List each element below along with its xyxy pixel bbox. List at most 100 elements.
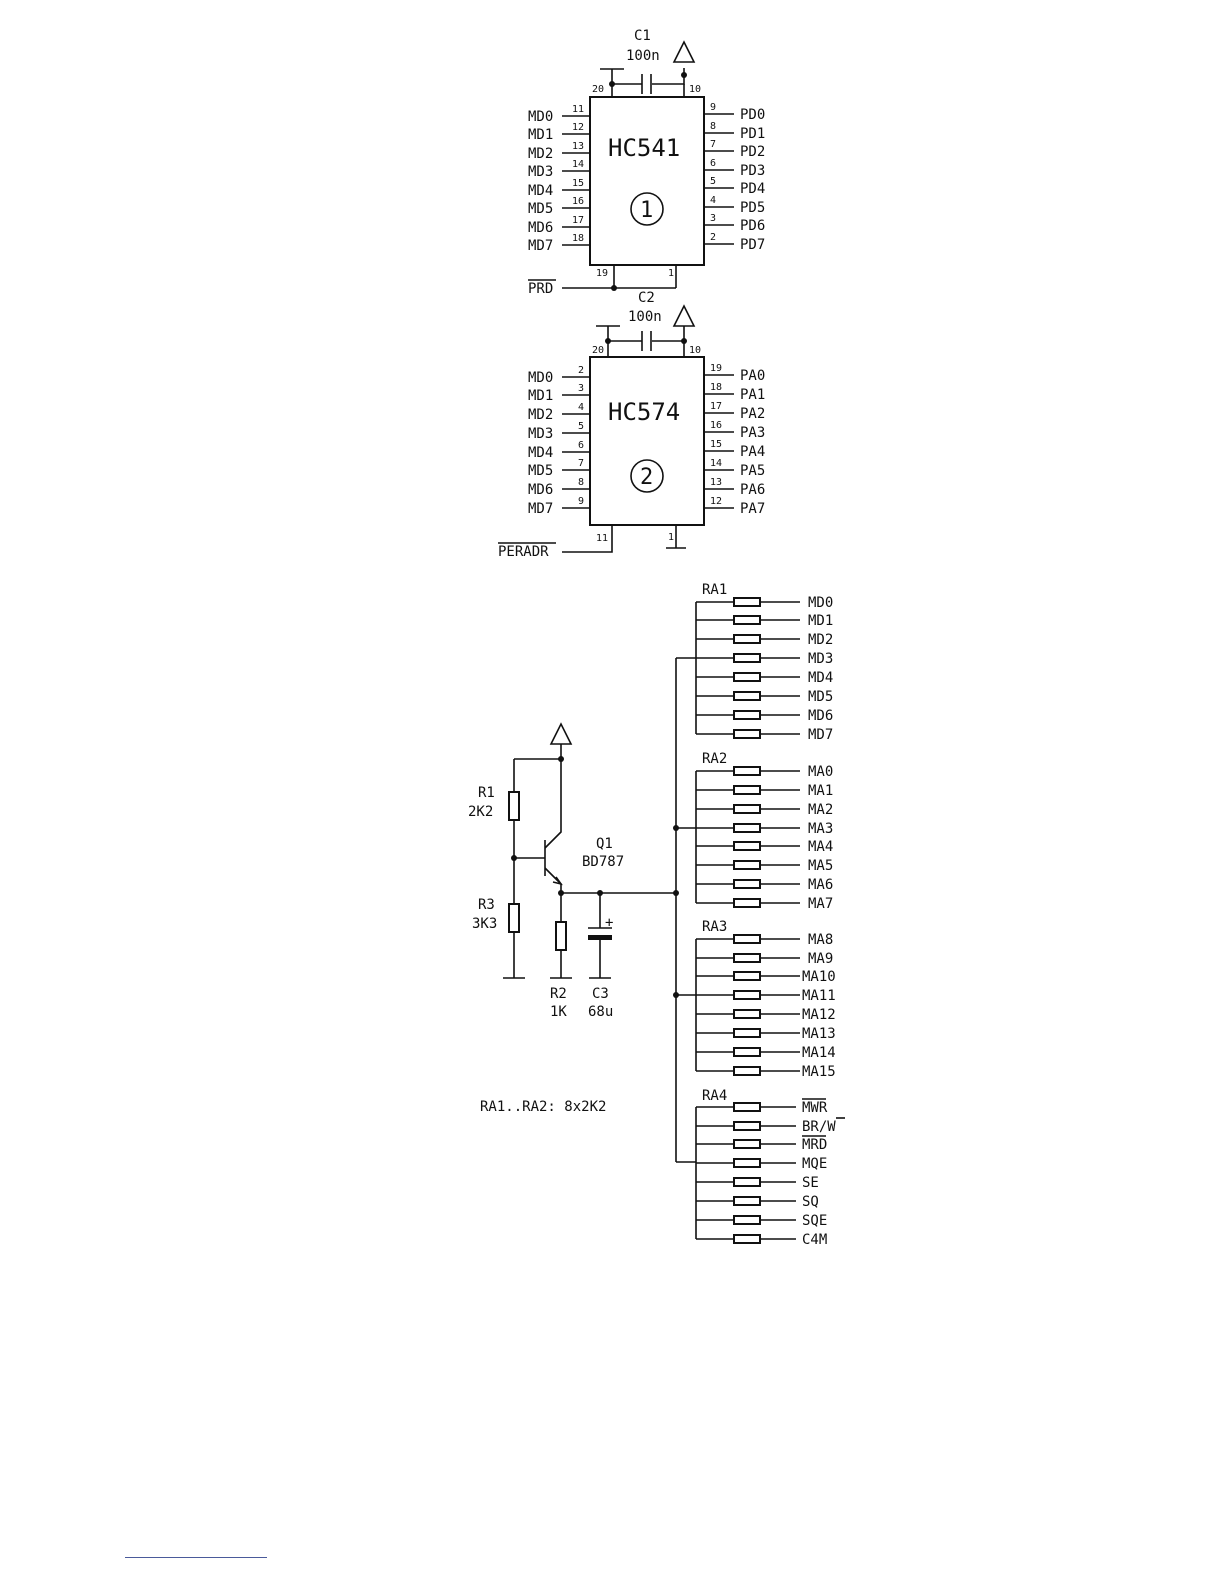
ra2: RA2 MA0 MA1 MA2 MA3 MA4 MA5 MA6 MA7: [676, 751, 833, 912]
ra2-signal: MA3: [808, 821, 833, 837]
ra3-signal: MA12: [802, 1007, 836, 1023]
ic2-input-pin: 5: [578, 421, 584, 432]
ic2-output-label: PA7: [740, 501, 765, 517]
ic1-name: HC541: [608, 134, 680, 162]
ra1-signal: MD7: [808, 727, 833, 743]
ic2-output-label: PA4: [740, 444, 765, 460]
ic2-input-pin: 6: [578, 440, 584, 451]
ic1-outputs: PD0 PD1 PD2 PD3 PD4 PD5 PD6 PD7 9 8 7 6 …: [704, 102, 765, 253]
ic1-output-pin: 8: [710, 121, 716, 132]
ic2-output-pin: 12: [710, 496, 722, 507]
ic1-input-pin: 11: [572, 104, 584, 115]
ra4-signal: MRD: [802, 1137, 827, 1153]
ra2-signal: MA7: [808, 896, 833, 912]
ic1-pin-vcc: 20: [592, 84, 604, 95]
ic1-output-pin: 9: [710, 102, 716, 113]
r3-value: 3K3: [472, 916, 497, 932]
ic1-output-label: PD4: [740, 181, 765, 197]
ra1-signal: MD3: [808, 651, 833, 667]
ic1-pin-oe1: 19: [596, 268, 608, 279]
ic1-input-label: MD2: [528, 146, 553, 162]
ic1-input-pin: 12: [572, 122, 584, 133]
ra1-label: RA1: [702, 582, 727, 598]
r3-name: R3: [478, 897, 495, 913]
ra3-label: RA3: [702, 919, 727, 935]
ra2-signal: MA6: [808, 877, 833, 893]
ra1-signal: MD4: [808, 670, 833, 686]
ra3-signal: MA8: [808, 932, 833, 948]
ic2-cap-value: 100n: [628, 309, 662, 325]
ra4-signal: MQE: [802, 1156, 827, 1172]
ic2-outputs: PA0 PA1 PA2 PA3 PA4 PA5 PA6 PA7 19 18 17…: [704, 363, 765, 517]
ra1-signal: MD1: [808, 613, 833, 629]
ra2-signal: MA1: [808, 783, 833, 799]
ic1-cap-value: 100n: [626, 48, 660, 64]
q1-name: Q1: [596, 836, 613, 852]
ic2-number: 2: [640, 465, 653, 490]
ic1-hc541: C1 100n 20 10 HC541 1 MD0 MD1 MD2 MD3 MD…: [528, 28, 765, 297]
q1-part: BD787: [582, 854, 624, 870]
ic2-input-pin: 4: [578, 402, 584, 413]
ic2-input-label: MD0: [528, 370, 553, 386]
ra1-signal: MD5: [808, 689, 833, 705]
ic1-output-pin: 2: [710, 232, 716, 243]
ic2-output-pin: 17: [710, 401, 722, 412]
ic1-input-label: MD6: [528, 220, 553, 236]
ic2-output-label: PA1: [740, 387, 765, 403]
ic1-output-label: PD1: [740, 126, 765, 142]
ra3-signal: MA11: [802, 988, 836, 1004]
ic2-output-pin: 15: [710, 439, 722, 450]
ic1-body: [589, 96, 705, 266]
r1-value: 2K2: [468, 804, 493, 820]
ic2-hc574: C2 100n 20 10 HC574 2 MD0 MD1 MD2 MD3 MD…: [498, 290, 765, 560]
ic1-input-label: MD4: [528, 183, 553, 199]
ic2-pin-clk: 11: [596, 533, 608, 544]
ra4: RA4 MWR BR/W MRD MQE SE SQ SQE C4M: [676, 1088, 845, 1248]
ic1-input-label: MD7: [528, 238, 553, 254]
ic2-output-pin: 13: [710, 477, 722, 488]
ic2-input-pin: 7: [578, 458, 584, 469]
ic2-input-pin: 2: [578, 365, 584, 376]
ra3: RA3 MA8 MA9 MA10 MA11 MA12 MA13 MA14 MA1…: [676, 919, 836, 1080]
ic1-input-pin: 17: [572, 215, 584, 226]
ic1-input-pin: 16: [572, 196, 584, 207]
ra2-signal: MA4: [808, 839, 833, 855]
ic1-input-pin: 13: [572, 141, 584, 152]
ic1-pin-oe2: 1: [668, 268, 674, 279]
ic2-output-pin: 18: [710, 382, 722, 393]
ra3-signal: MA14: [802, 1045, 836, 1061]
ic2-input-pin: 8: [578, 477, 584, 488]
ra1: RA1 MD0 MD1 MD2 MD3 MD4 MD5 MD6 MD7: [676, 582, 833, 743]
ic1-output-pin: 4: [710, 195, 716, 206]
ic2-input-label: MD4: [528, 445, 553, 461]
ic2-input-pin: 9: [578, 496, 584, 507]
ra4-signal: C4M: [802, 1232, 827, 1248]
ic1-pin-gnd: 10: [689, 84, 701, 95]
r2-value: 1K: [550, 1004, 567, 1020]
ic1-enable-signal: PRD: [528, 281, 553, 297]
ic1-output-pin: 6: [710, 158, 716, 169]
c3-value: 68u: [588, 1004, 613, 1020]
ra1-signal: MD0: [808, 595, 833, 611]
regulator: R1 2K2 R3 3K3 Q1 BD787 R2 1K + C3 68u: [468, 722, 676, 1020]
ic2-input-label: MD2: [528, 407, 553, 423]
ra2-label: RA2: [702, 751, 727, 767]
ic2-input-label: MD6: [528, 482, 553, 498]
ic1-output-label: PD3: [740, 163, 765, 179]
ic2-output-label: PA5: [740, 463, 765, 479]
ra4-signal: BR/W: [802, 1119, 836, 1135]
ra4-signal: MWR: [802, 1100, 828, 1116]
ic1-cap-name: C1: [634, 28, 651, 44]
ic2-output-pin: 16: [710, 420, 722, 431]
ic1-output-pin: 5: [710, 176, 716, 187]
ra4-signal: SQE: [802, 1213, 827, 1229]
resistor-arrays: RA1 MD0 MD1 MD2 MD3 MD4 MD5 MD6 MD7 RA2 …: [673, 582, 845, 1248]
c3-name: C3: [592, 986, 609, 1002]
ic2-output-label: PA3: [740, 425, 765, 441]
ra4-signal: SQ: [802, 1194, 819, 1210]
ic2-cap-name: C2: [638, 290, 655, 306]
ic2-clock-signal: PERADR: [498, 544, 549, 560]
vcc-arrow-icon: [549, 722, 573, 745]
ic1-input-pin: 18: [572, 233, 584, 244]
